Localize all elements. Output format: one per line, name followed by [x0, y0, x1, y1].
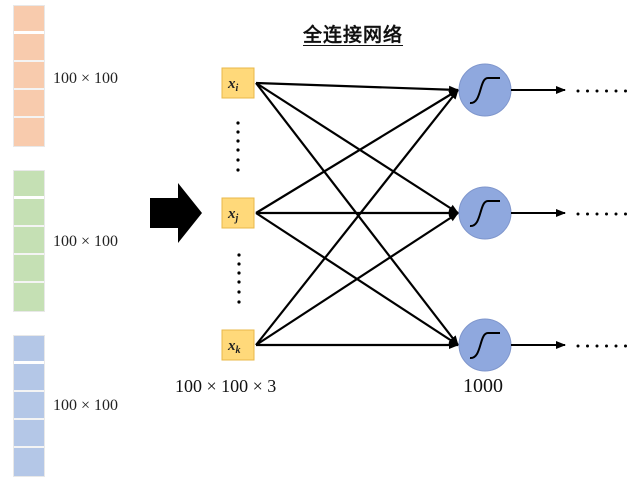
pixel-cell [14, 118, 44, 146]
edge-k-to-neuron-1 [255, 89, 459, 346]
edge-k-to-neuron-2 [255, 212, 459, 346]
pixel-cell [14, 199, 44, 227]
diagram-title: 全连接网络 [303, 24, 404, 46]
input-node-i: xi [221, 67, 255, 99]
pixel-cell [14, 448, 44, 476]
channel-column-blue [13, 335, 45, 477]
input-node-j: xj [221, 197, 255, 229]
input-node-label: xi [227, 76, 239, 94]
pixel-cell [14, 255, 44, 283]
output-size-label: 1000 [463, 375, 503, 397]
output-neuron-2 [458, 186, 627, 240]
pixel-cell [14, 34, 44, 62]
channel-label-green: 100 × 100 [53, 233, 119, 250]
channel-column-red [13, 5, 45, 147]
pixel-cell [14, 283, 44, 311]
channel-label-red: 100 × 100 [53, 70, 119, 87]
sigmoid-activation-icon [469, 200, 500, 227]
pixel-cell [14, 420, 44, 448]
trailing-ellipsis [576, 212, 627, 216]
connection-edges [255, 81, 459, 349]
input-node-label: xj [227, 206, 239, 224]
pixel-cell [14, 227, 44, 255]
pixel-cell [14, 62, 44, 90]
input-ellipsis-lower [237, 253, 241, 304]
pixel-cell [14, 336, 44, 364]
pixel-cell [14, 6, 44, 34]
channel-label-blue: 100 × 100 [53, 397, 119, 414]
edge-j-to-neuron-1 [255, 89, 459, 214]
output-neuron-1 [458, 63, 627, 117]
trailing-ellipsis [576, 344, 627, 348]
flatten-arrow-icon [150, 183, 202, 243]
output-neuron-3 [458, 318, 627, 372]
input-ellipsis-upper [236, 121, 240, 172]
edge-i-to-neuron-1 [255, 81, 459, 94]
edge-i-to-neuron-2 [255, 82, 459, 214]
input-node-k: xk [221, 329, 255, 361]
pixel-cell [14, 171, 44, 199]
pixel-cell [14, 364, 44, 392]
pixel-cell [14, 392, 44, 420]
pixel-cell [14, 90, 44, 118]
channel-column-green [13, 170, 45, 312]
sigmoid-activation-icon [469, 77, 500, 104]
input-size-label: 100 × 100 × 3 [175, 376, 277, 396]
trailing-ellipsis [576, 89, 627, 93]
sigmoid-activation-icon [469, 332, 500, 359]
